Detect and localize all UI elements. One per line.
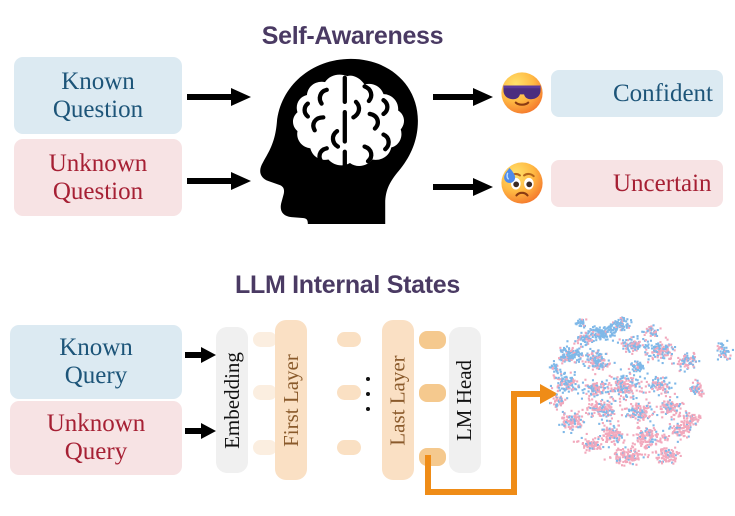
arrow-brain-icon-to-uncertain [433,176,493,198]
smiling-face-with-sunglasses-emoji [500,71,544,115]
layer-lm-head: LM Head [449,327,481,473]
ellipsis-dot [365,377,370,381]
unknown-question-line1: Unknown [48,149,148,177]
hidden-states-feedback-arrow [418,380,578,502]
last-layer-hidden-state-pill [419,331,446,349]
known-question-box: Known Question [14,57,182,134]
arrow-unknown-query-to-embedding [185,422,216,440]
unknown-query-line2: Query [64,438,128,465]
known-query-box: Known Query [10,325,182,399]
uncertain-label: Uncertain [613,169,712,197]
layer-first: First Layer [275,320,307,480]
arrow-brain-icon-to-confident [433,86,493,108]
anxious-face-with-sweat-emoji [500,161,544,205]
hidden-state-pill [337,440,361,455]
self-awareness-title-text: Self-Awareness [261,22,444,50]
layer-last: Last Layer [382,320,414,480]
arrow-unknown-question-to-brain-icon [187,170,251,192]
unknown-query-line1: Unknown [46,410,146,437]
ellipsis-dot [365,407,370,411]
known-question-line1: Known [61,67,135,95]
unknown-question-line2: Question [52,177,144,205]
unknown-query-box: Unknown Query [10,401,182,475]
last-layer-hidden-state-pill [419,384,446,402]
arrow-known-query-to-embedding [185,346,216,364]
confident-label: Confident [613,79,713,107]
arrow-known-question-to-brain-icon [187,86,251,108]
unknown-question-box: Unknown Question [14,139,182,216]
hidden-state-pill [253,385,277,400]
hidden-state-pill [253,332,277,347]
uncertain-result-box: Uncertain [551,160,723,207]
layer-last-label: Last Layer [385,354,410,446]
ellipsis-dot [365,392,370,396]
self-awareness-title: Self-Awareness [0,22,735,51]
known-query-line1: Known [59,334,133,361]
layer-first-label: First Layer [278,353,303,447]
layer-ellipsis-icon [364,377,371,411]
layer-embedding: Embedding [216,327,248,473]
tsne-scatter-plot [540,308,735,490]
confident-result-box: Confident [551,70,723,117]
known-question-line2: Question [52,95,144,123]
llm-internal-states-title: LLM Internal States [0,271,735,300]
tsne-scatter-svg [548,316,734,467]
known-query-line2: Query [64,362,128,389]
head-brain-icon [253,52,428,224]
hidden-state-pill [253,440,277,455]
layer-embedding-label: Embedding [219,351,244,449]
llm-internal-states-title-text: LLM Internal States [235,271,460,299]
hidden-state-pill [337,385,361,400]
hidden-state-pill [337,332,361,347]
